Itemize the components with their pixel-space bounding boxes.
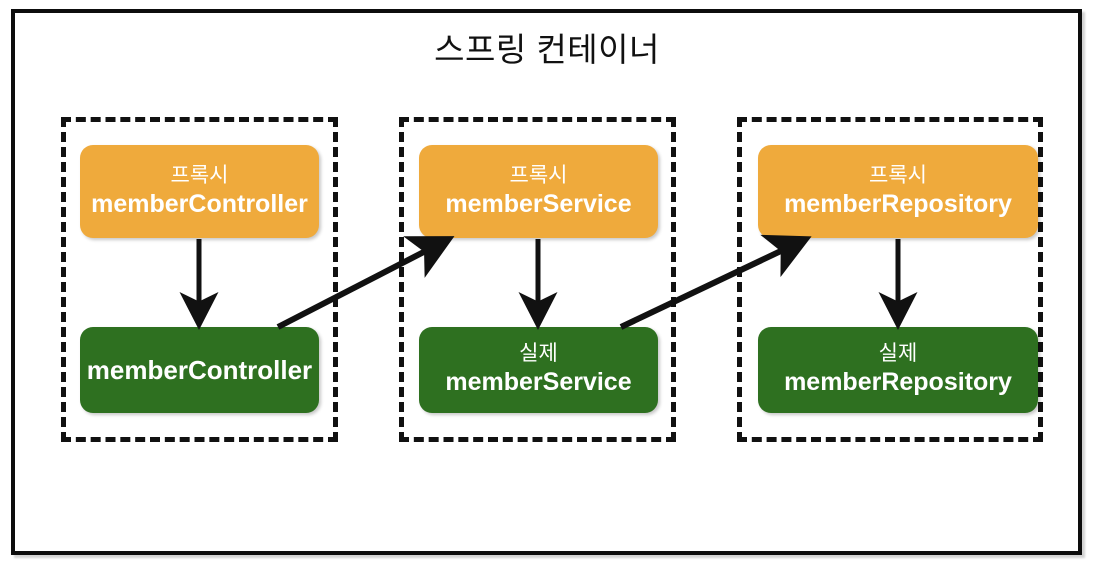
bean-name-label: memberRepository <box>784 189 1012 218</box>
real-bean-member-service[interactable]: 실제 memberService <box>419 327 658 413</box>
bean-prefix-label: 프록시 <box>170 163 229 187</box>
proxy-bean-member-controller[interactable]: 프록시 memberController <box>80 145 319 238</box>
bean-name-label: memberService <box>445 189 632 218</box>
bean-prefix-label: 실제 <box>878 342 918 366</box>
bean-name-label: memberService <box>445 368 632 397</box>
proxy-bean-member-service[interactable]: 프록시 memberService <box>419 145 658 238</box>
bean-name-label: memberController <box>91 189 308 218</box>
proxy-bean-member-repository[interactable]: 프록시 memberRepository <box>758 145 1038 238</box>
real-bean-member-controller[interactable]: memberController <box>80 327 319 413</box>
bean-prefix-label: 실제 <box>519 342 558 366</box>
bean-prefix-label: 프록시 <box>869 163 927 187</box>
page-title: 스프링 컨테이너 <box>434 31 660 68</box>
bean-name-label: memberController <box>86 354 313 385</box>
spring-container-frame <box>11 9 1082 555</box>
bean-name-label: memberRepository <box>784 368 1012 397</box>
bean-prefix-label: 프록시 <box>509 163 568 187</box>
real-bean-member-repository[interactable]: 실제 memberRepository <box>758 327 1038 413</box>
